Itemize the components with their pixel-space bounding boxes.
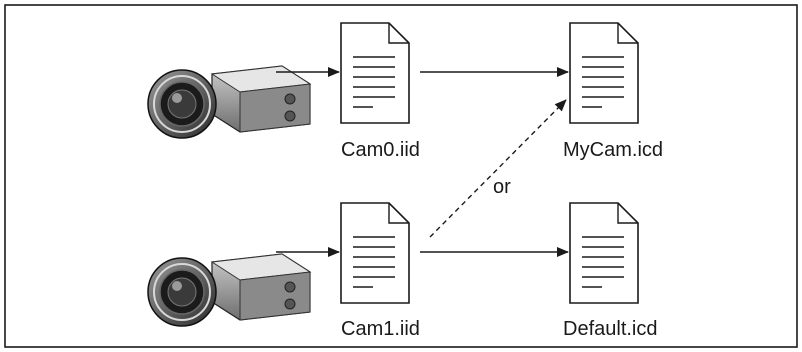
label-default-icd: Default.icd — [563, 318, 658, 340]
label-cam0-iid: Cam0.iid — [341, 139, 420, 161]
camera-icon-top — [147, 65, 311, 139]
camera-icon-bottom — [147, 253, 311, 327]
document-icon-cam0-iid — [340, 22, 410, 124]
document-icon-cam1-iid — [340, 202, 410, 304]
document-icon-default-icd — [569, 202, 639, 304]
label-cam1-iid: Cam1.iid — [341, 318, 420, 340]
document-icon-mycam-icd — [569, 22, 639, 124]
dashed-arrow-cam1-iid-to-mycam-icd — [429, 99, 567, 238]
diagram-border — [4, 4, 798, 348]
label-or: or — [493, 176, 511, 198]
label-mycam-icd: MyCam.icd — [563, 139, 664, 161]
